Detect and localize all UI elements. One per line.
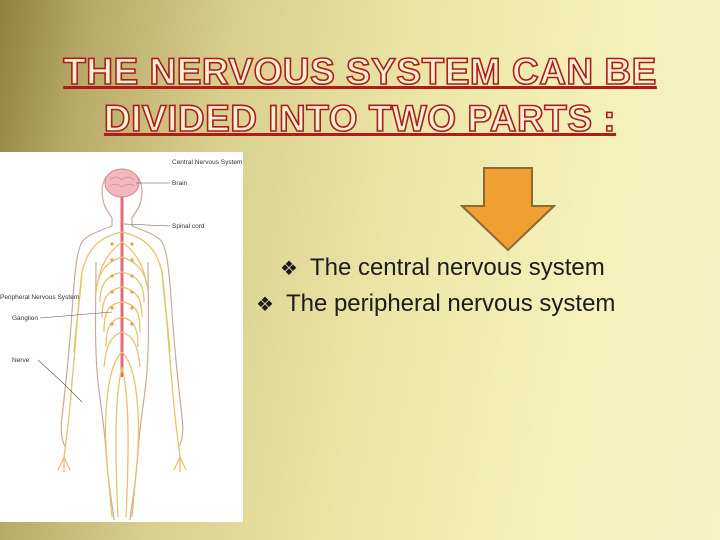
- brain-shape: [104, 168, 140, 198]
- leader-lines: [37, 182, 171, 403]
- ganglia: [110, 242, 134, 326]
- label-nerve: Nerve: [12, 357, 30, 364]
- label-peripheral-nervous-system: Peripheral Nervous System: [0, 294, 79, 301]
- slide-title: THE NERVOUS SYSTEM CAN BE DIVIDED INTO T…: [62, 50, 657, 140]
- label-spinal-cord: Spinal cord: [172, 223, 205, 230]
- bullet-text: The central nervous system: [309, 254, 605, 281]
- diamond-bullet-icon: ❖: [256, 293, 274, 316]
- label-brain: Brain: [172, 180, 188, 187]
- bullet-text: The peripheral nervous system: [285, 290, 616, 317]
- label-central-nervous-system: Central Nervous System: [172, 159, 242, 166]
- diamond-bullet-icon: ❖: [280, 257, 298, 280]
- bullet-item: ❖ The peripheral nervous system: [256, 286, 711, 322]
- nervous-system-figure: Central Nervous System Brain Spinal cord…: [0, 152, 243, 522]
- down-arrow-icon: [460, 167, 556, 252]
- bullet-item: ❖ The central nervous system: [256, 250, 711, 286]
- label-ganglion: Ganglion: [12, 315, 38, 322]
- bullet-list: ❖ The central nervous system ❖ The perip…: [256, 250, 711, 322]
